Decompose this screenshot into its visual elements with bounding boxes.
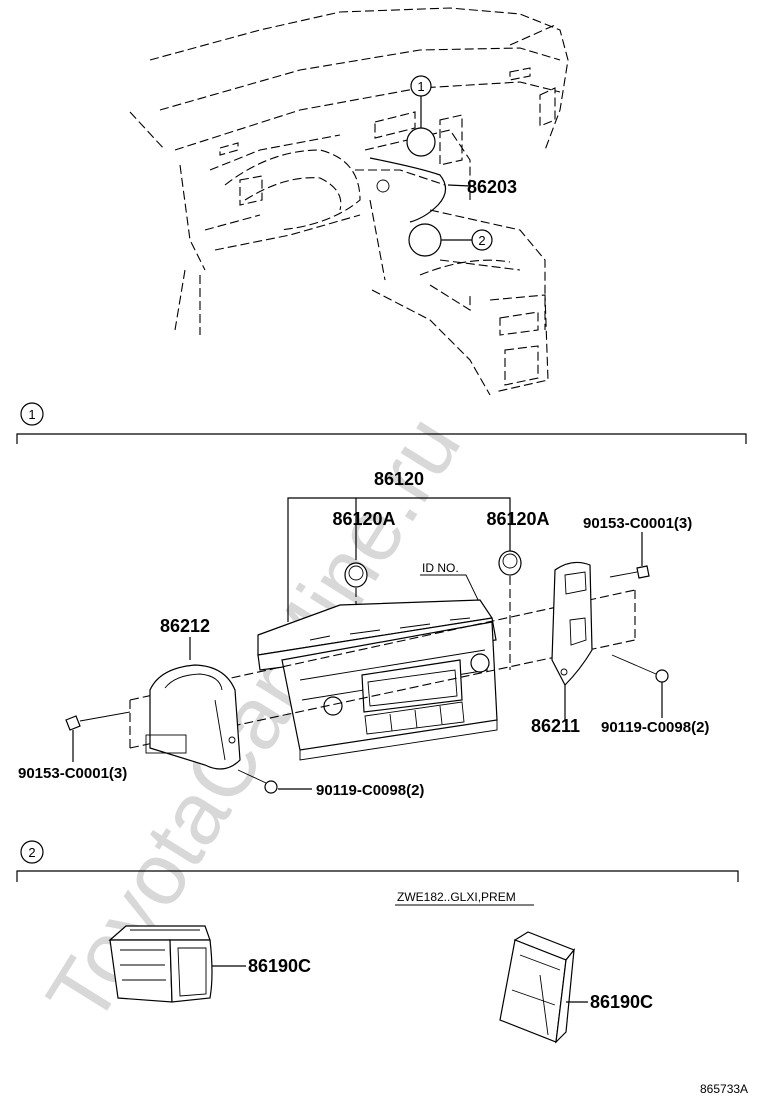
- location-circle-2: [408, 223, 442, 257]
- figure-id: 865733A: [700, 1082, 748, 1096]
- callout-2-marker: [471, 229, 493, 251]
- screw-bottom: [237, 769, 278, 794]
- callout-1-number: 1: [417, 79, 424, 94]
- section-1-marker: [20, 402, 44, 426]
- leader-86203: [447, 184, 471, 187]
- label-86120a-right: 86120A: [486, 509, 549, 529]
- id-no-label: ID NO.: [422, 561, 459, 575]
- label-screw-bottom: 90119-C0098(2): [316, 782, 424, 799]
- bracket-86211: [551, 561, 593, 687]
- knob-86120a-right: [498, 550, 522, 576]
- wire-harness-86203: [369, 157, 447, 223]
- label-86120: 86120: [374, 469, 424, 489]
- section-2-bracket: [16, 870, 739, 882]
- bracket-86212: [145, 664, 241, 770]
- bolt-left: [65, 711, 131, 731]
- dashboard-overview-drawing: [129, 7, 569, 396]
- label-86212: 86212: [160, 616, 210, 636]
- axis-line-ends: [129, 590, 636, 748]
- label-switch-right: 86190C: [590, 992, 653, 1012]
- id-no-leader: [420, 574, 483, 609]
- control-panel-unit-86120: [257, 599, 498, 761]
- switch-86190c-left: [108, 925, 213, 1003]
- bolt-top-right: [609, 565, 650, 579]
- knob-86120a-left: [344, 562, 368, 588]
- section-2-marker: [20, 840, 44, 864]
- variant-note: ZWE182..GLXI,PREM: [397, 890, 516, 904]
- label-86203: 86203: [467, 177, 517, 197]
- label-switch-left: 86190C: [248, 956, 311, 976]
- label-86211: 86211: [531, 716, 580, 736]
- callout-1-marker: [410, 75, 432, 97]
- section-2-number: 2: [28, 845, 35, 860]
- screw-right: [611, 654, 669, 683]
- label-screw-right: 90119-C0098(2): [601, 719, 709, 736]
- switch-86190c-right: [499, 931, 575, 1044]
- section-1-number: 1: [28, 407, 35, 422]
- location-circle-1: [406, 127, 436, 157]
- label-bolt-left: 90153-C0001(3): [18, 765, 127, 782]
- label-86120a-left: 86120A: [332, 509, 395, 529]
- section-1-bracket: [16, 433, 747, 444]
- callout-2-number: 2: [478, 233, 485, 248]
- assembly-86120-bracket: [287, 497, 511, 622]
- label-bolt-top-right: 90153-C0001(3): [583, 515, 692, 532]
